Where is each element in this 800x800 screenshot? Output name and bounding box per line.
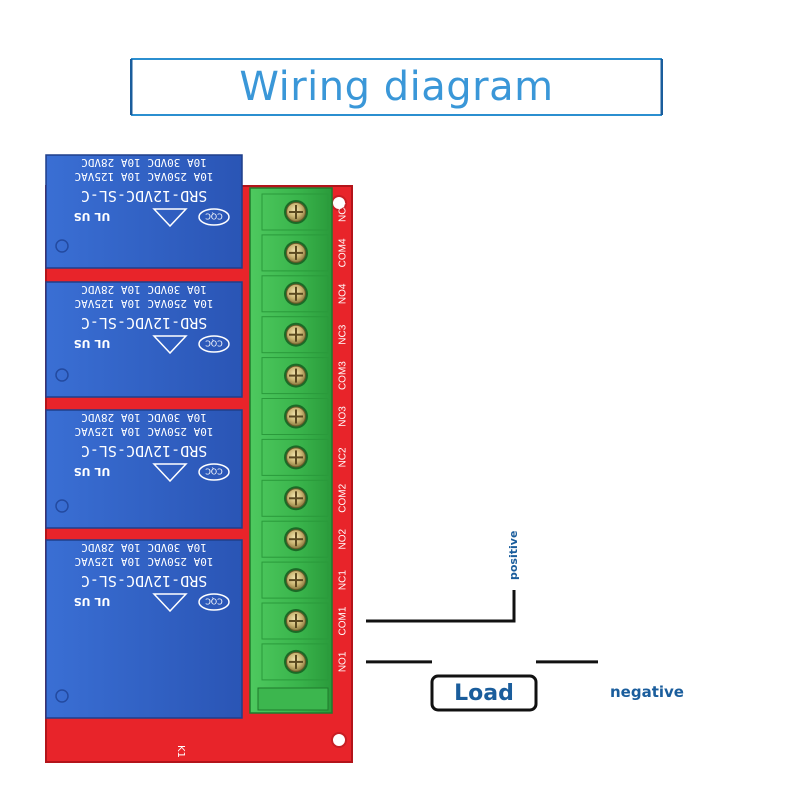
board-label: K1 <box>175 745 186 758</box>
relay-rating: 10A 250VAC 10A 125VAC <box>74 297 213 310</box>
relay-model: SRD-12VDC-SL-C <box>81 442 207 460</box>
terminal-label: NC4 <box>338 202 349 222</box>
terminal-cell <box>261 479 329 517</box>
relay-rating: 10A 30VDC 10A 28VDC <box>81 156 207 169</box>
positive-wire <box>366 590 516 623</box>
terminal-base <box>257 687 329 711</box>
relay-body <box>46 155 242 268</box>
cqc-mark <box>198 208 230 226</box>
terminal-label: NC2 <box>338 447 349 467</box>
terminal-cell <box>261 193 329 231</box>
cqc-mark <box>198 463 230 481</box>
cqc-text: CQC <box>205 212 223 221</box>
cqc-text: CQC <box>205 467 223 476</box>
terminal-label: NC1 <box>338 570 349 590</box>
terminal-label: NO1 <box>338 651 349 672</box>
warning-triangle-icon <box>152 593 188 613</box>
load-box <box>430 674 538 712</box>
relay-model: SRD-12VDC-SL-C <box>81 572 207 590</box>
relay-outline <box>45 154 243 269</box>
terminal-cell <box>261 438 329 476</box>
relay-dimple <box>55 689 69 703</box>
terminal-label: NO3 <box>338 406 349 427</box>
terminal-cell <box>261 316 329 354</box>
title-banner: Wiring diagram <box>130 58 663 116</box>
title-frame <box>130 58 663 116</box>
ul-mark: UL US <box>74 210 111 223</box>
relay-rating: 10A 250VAC 10A 125VAC <box>74 170 213 183</box>
terminal-cell <box>261 357 329 395</box>
cqc-mark <box>198 335 230 353</box>
terminal-cell <box>261 275 329 313</box>
relay-rating: 10A 250VAC 10A 125VAC <box>74 555 213 568</box>
terminal-cell <box>261 234 329 272</box>
terminal-cell <box>261 520 329 558</box>
relay-model: SRD-12VDC-SL-C <box>81 187 207 205</box>
terminal-label: COM2 <box>338 483 349 512</box>
positive-label: positive <box>507 531 520 580</box>
cqc-mark <box>198 593 230 611</box>
relay-rating: 10A 250VAC 10A 125VAC <box>74 425 213 438</box>
relay-body <box>46 540 242 718</box>
warning-triangle-icon <box>152 335 188 355</box>
terminal-cell <box>261 561 329 599</box>
terminal-cell <box>261 643 329 681</box>
relay-outline <box>45 281 243 398</box>
warning-triangle-icon <box>152 463 188 483</box>
ul-mark: UL US <box>74 595 111 608</box>
diagram-title: Wiring diagram <box>239 64 554 110</box>
terminal-cell <box>261 602 329 640</box>
terminal-label: COM4 <box>338 238 349 267</box>
relay-dimple <box>55 368 69 382</box>
relay-model: SRD-12VDC-SL-C <box>81 314 207 332</box>
terminal-label: COM3 <box>338 361 349 390</box>
mounting-hole <box>331 732 347 748</box>
relay-body <box>46 410 242 528</box>
relay-body <box>46 282 242 397</box>
ul-mark: UL US <box>74 465 111 478</box>
relay-rating: 10A 30VDC 10A 28VDC <box>81 411 207 424</box>
terminal-label: NO4 <box>338 283 349 304</box>
terminal-label: NC3 <box>338 324 349 344</box>
terminal-label: NO2 <box>338 528 349 549</box>
terminal-label: COM1 <box>338 606 349 635</box>
cqc-text: CQC <box>205 597 223 606</box>
relay-dimple <box>55 239 69 253</box>
relay-dimple <box>55 499 69 513</box>
ul-mark: UL US <box>74 337 111 350</box>
load-label: Load <box>454 681 514 706</box>
relay-outline <box>45 539 243 719</box>
relay-rating: 10A 30VDC 10A 28VDC <box>81 283 207 296</box>
relay-outline <box>45 409 243 529</box>
negative-label: negative <box>610 683 684 701</box>
warning-triangle-icon <box>152 208 188 228</box>
cqc-text: CQC <box>205 339 223 348</box>
terminal-cell <box>261 398 329 435</box>
relay-rating: 10A 30VDC 10A 28VDC <box>81 541 207 554</box>
